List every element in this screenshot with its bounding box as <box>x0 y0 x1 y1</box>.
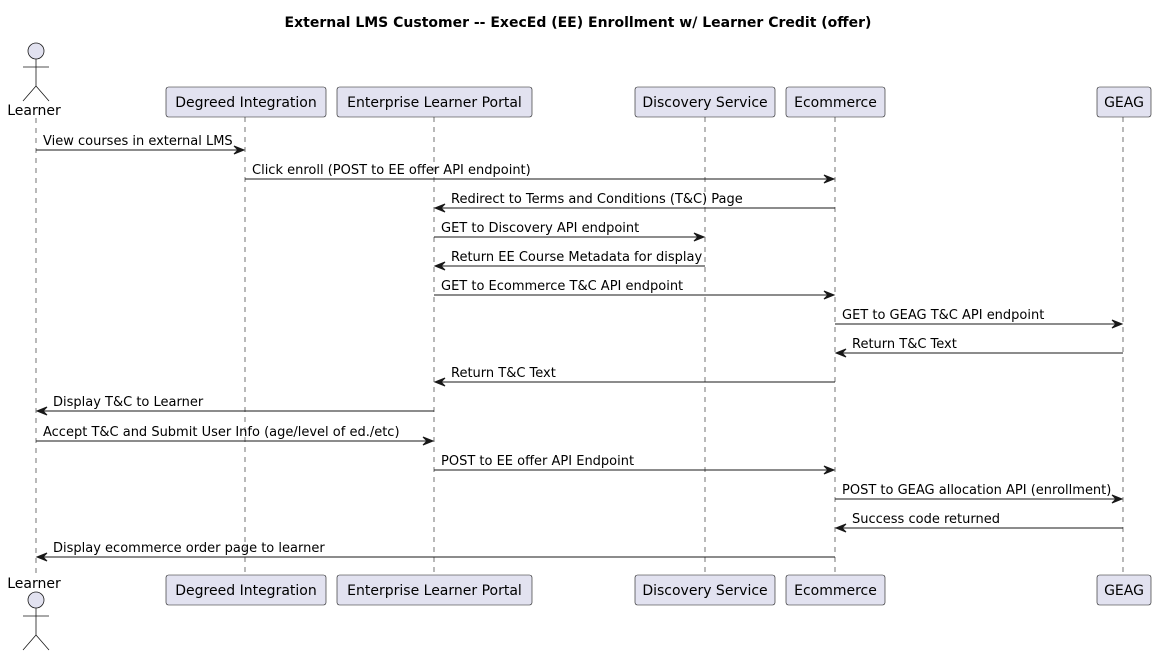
participant-label: Enterprise Learner Portal <box>347 95 522 111</box>
participant-label: Ecommerce <box>794 583 877 599</box>
participant-geag-bottom: GEAG <box>1096 574 1152 606</box>
participant-label: Discovery Service <box>642 95 767 111</box>
participant-box <box>336 86 533 118</box>
arrowhead-icon <box>823 290 836 300</box>
message-label: Success code returned <box>852 512 1000 527</box>
arrowhead-icon <box>35 406 48 416</box>
actor-body-icon <box>22 59 50 102</box>
participant-box <box>785 86 886 118</box>
message-label: GET to Ecommerce T&C API endpoint <box>441 279 683 294</box>
message-11: Accept T&C and Submit User Info (age/lev… <box>36 425 435 446</box>
participant-box <box>165 86 327 118</box>
arrowhead-icon <box>433 261 446 271</box>
arrowhead-icon <box>1111 494 1124 504</box>
diagram-title: External LMS Customer -- ExecEd (EE) Enr… <box>285 15 872 31</box>
participant-discovery-bottom: Discovery Service <box>634 574 776 606</box>
message-label: Accept T&C and Submit User Info (age/lev… <box>43 425 400 440</box>
participant-label: GEAG <box>1104 583 1144 599</box>
participant-label: Learner <box>7 576 61 592</box>
participant-box <box>785 574 886 606</box>
participant-label: Discovery Service <box>642 583 767 599</box>
message-2: Click enroll (POST to EE offer API endpo… <box>245 163 836 184</box>
message-1: View courses in external LMS <box>36 134 246 155</box>
message-14: Success code returned <box>834 512 1123 533</box>
participant-label: Degreed Integration <box>175 583 316 599</box>
arrowhead-icon <box>233 145 246 155</box>
participant-label: Enterprise Learner Portal <box>347 583 522 599</box>
actor-body-icon <box>22 608 50 651</box>
actor-head-icon <box>27 42 45 60</box>
participant-box <box>1096 86 1152 118</box>
participant-box <box>336 574 533 606</box>
arrowhead-icon <box>1111 319 1124 329</box>
participant-label: Degreed Integration <box>175 95 316 111</box>
arrowhead-icon <box>823 465 836 475</box>
arrowhead-icon <box>693 232 706 242</box>
participant-portal-bottom: Enterprise Learner Portal <box>336 574 533 606</box>
arrowhead-icon <box>433 203 446 213</box>
message-label: Return T&C Text <box>852 337 957 352</box>
message-4: GET to Discovery API endpoint <box>434 221 706 242</box>
messages: View courses in external LMS Click enroll… <box>35 134 1124 562</box>
participant-box <box>165 574 327 606</box>
message-label: Redirect to Terms and Conditions (T&C) P… <box>451 192 743 207</box>
arrowhead-icon <box>433 377 446 387</box>
message-label: Return T&C Text <box>451 366 556 381</box>
participant-degreed-bottom: Degreed Integration <box>165 574 327 606</box>
participant-label: Learner <box>7 103 61 119</box>
message-6: GET to Ecommerce T&C API endpoint <box>434 279 836 300</box>
message-label: Display T&C to Learner <box>53 395 204 410</box>
actor-learner-bottom: Learner <box>7 576 61 651</box>
participants-bottom: Learner Degreed Integration Enterprise Lea… <box>7 574 1152 651</box>
message-8: Return T&C Text <box>834 337 1123 358</box>
arrowhead-icon <box>823 174 836 184</box>
message-13: POST to GEAG allocation API (enrollment) <box>835 483 1124 504</box>
participant-box <box>634 574 776 606</box>
participant-discovery-top: Discovery Service <box>634 86 776 118</box>
lifelines <box>35 117 1124 576</box>
message-10: Display T&C to Learner <box>35 395 434 416</box>
message-label: Display ecommerce order page to learner <box>53 541 325 556</box>
participant-portal-top: Enterprise Learner Portal <box>336 86 533 118</box>
message-label: Return EE Course Metadata for display <box>451 250 703 265</box>
participant-label: GEAG <box>1104 95 1144 111</box>
participant-geag-top: GEAG <box>1096 86 1152 118</box>
participant-ecommerce-bottom: Ecommerce <box>785 574 886 606</box>
message-3: Redirect to Terms and Conditions (T&C) P… <box>433 192 835 213</box>
message-label: GET to Discovery API endpoint <box>441 221 639 236</box>
participant-label: Ecommerce <box>794 95 877 111</box>
participant-ecommerce-top: Ecommerce <box>785 86 886 118</box>
message-12: POST to EE offer API Endpoint <box>434 454 836 475</box>
message-label: View courses in external LMS <box>43 134 233 149</box>
participants-top: Learner Degreed Integration Enterprise Lea… <box>7 42 1152 119</box>
participant-degreed-top: Degreed Integration <box>165 86 327 118</box>
message-5: Return EE Course Metadata for display <box>433 250 705 271</box>
actor-learner-top: Learner <box>7 42 61 119</box>
participant-box <box>1096 574 1152 606</box>
message-label: POST to EE offer API Endpoint <box>441 454 634 469</box>
message-15: Display ecommerce order page to learner <box>35 541 835 562</box>
arrowhead-icon <box>834 348 847 358</box>
message-9: Return T&C Text <box>433 366 835 387</box>
message-label: GET to GEAG T&C API endpoint <box>842 308 1044 323</box>
message-label: POST to GEAG allocation API (enrollment) <box>842 483 1111 498</box>
participant-box <box>634 86 776 118</box>
arrowhead-icon <box>834 523 847 533</box>
message-label: Click enroll (POST to EE offer API endpo… <box>252 163 531 178</box>
arrowhead-icon <box>35 552 48 562</box>
message-7: GET to GEAG T&C API endpoint <box>835 308 1124 329</box>
actor-head-icon <box>27 591 45 609</box>
arrowhead-icon <box>422 436 435 446</box>
